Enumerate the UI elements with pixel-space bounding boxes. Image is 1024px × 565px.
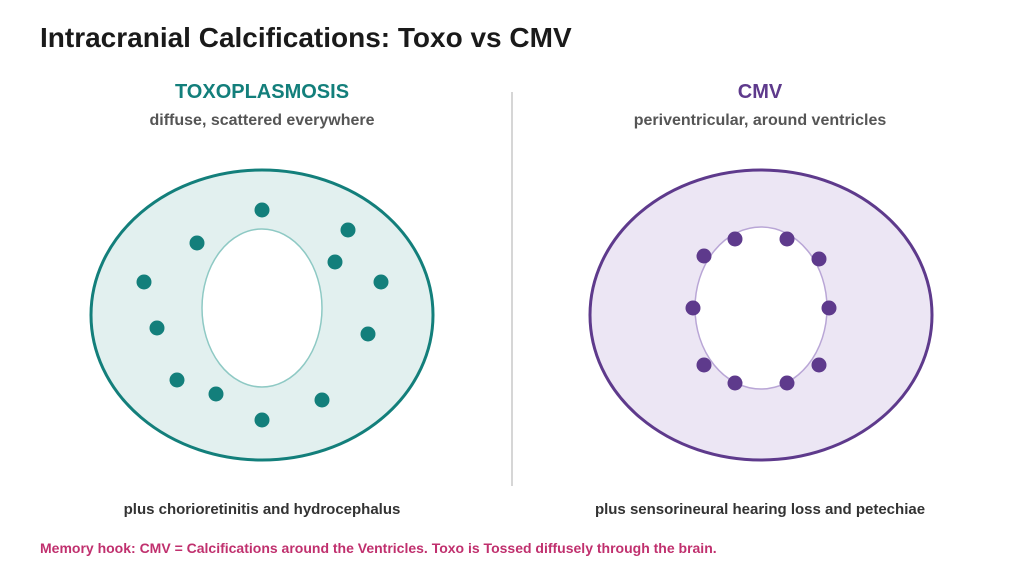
page-title: Intracranial Calcifications: Toxo vs CMV bbox=[40, 22, 572, 53]
cmv-calcification-dot bbox=[821, 300, 837, 316]
toxo-calcifications bbox=[136, 202, 389, 428]
toxo-calcification-dot bbox=[314, 392, 330, 408]
cmv-calcification-dot bbox=[811, 357, 827, 373]
toxo-calcification-dot bbox=[149, 320, 165, 336]
memory-hook: Memory hook: CMV = Calcifications around… bbox=[40, 540, 717, 556]
cmv-calcification-dot bbox=[779, 375, 795, 391]
toxo-subtitle: diffuse, scattered everywhere bbox=[149, 112, 375, 129]
toxo-ventricle bbox=[201, 228, 323, 388]
toxo-footnote: plus chorioretinitis and hydrocephalus bbox=[123, 501, 401, 518]
toxo-calcification-dot bbox=[340, 222, 356, 238]
toxo-calcification-dot bbox=[189, 235, 205, 251]
cmv-footnote: plus sensorineural hearing loss and pete… bbox=[594, 501, 926, 518]
toxo-calcification-dot bbox=[373, 274, 389, 290]
cmv-calcification-dot bbox=[696, 357, 712, 373]
cmv-brain-diagram bbox=[588, 168, 934, 462]
cmv-subtitle: periventricular, around ventricles bbox=[633, 112, 887, 129]
cmv-calcification-dot bbox=[685, 300, 701, 316]
cmv-calcification-dot bbox=[696, 248, 712, 264]
cmv-calcification-dot bbox=[779, 231, 795, 247]
toxo-calcification-dot bbox=[327, 254, 343, 270]
toxo-calcification-dot bbox=[254, 202, 270, 218]
cmv-calcification-dot bbox=[727, 375, 743, 391]
cmv-calcifications bbox=[685, 231, 837, 391]
toxo-calcification-dot bbox=[254, 412, 270, 428]
cmv-ventricle bbox=[694, 226, 828, 390]
toxo-calcification-dot bbox=[208, 386, 224, 402]
toxo-calcification-dot bbox=[169, 372, 185, 388]
toxo-calcification-dot bbox=[360, 326, 376, 342]
cmv-heading: CMV bbox=[737, 81, 783, 103]
toxo-brain-diagram bbox=[89, 168, 435, 462]
cmv-calcification-dot bbox=[727, 231, 743, 247]
cmv-calcification-dot bbox=[811, 251, 827, 267]
panel-divider bbox=[511, 92, 513, 486]
toxo-heading: TOXOPLASMOSIS bbox=[174, 81, 350, 103]
toxo-calcification-dot bbox=[136, 274, 152, 290]
